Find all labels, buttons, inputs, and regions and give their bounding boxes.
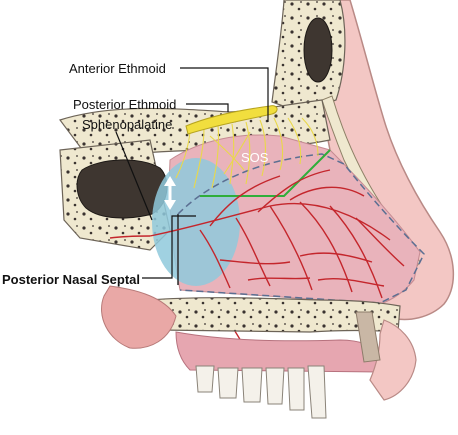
teeth xyxy=(195,365,327,419)
green-line xyxy=(200,149,331,197)
label-posterior-nasal-septal: Posterior Nasal Septal xyxy=(2,272,140,287)
leader-posterior-ethmoid xyxy=(186,103,229,112)
double-arrow-icon xyxy=(164,176,176,210)
label-sos: SOS xyxy=(241,150,269,165)
olfactory-nerve-fibers xyxy=(175,117,319,189)
olfactory-bulb xyxy=(185,105,278,135)
artery-network xyxy=(109,169,405,347)
label-posterior-ethmoid: Posterior Ethmoid xyxy=(73,97,176,112)
dashed-outline xyxy=(177,153,425,304)
leader-posterior-nasal-septal xyxy=(142,215,196,279)
gums xyxy=(175,331,385,373)
soft-palate xyxy=(101,285,177,349)
sphenoid-sinus xyxy=(76,159,168,219)
leader-sphenopalatine xyxy=(115,131,153,221)
leader-anterior-ethmoid xyxy=(180,67,269,122)
lip-cartilage xyxy=(355,311,381,363)
hard-palate xyxy=(149,297,401,333)
label-sphenopalatine: Sphenopalatine xyxy=(82,117,172,132)
frontal-sinus xyxy=(303,17,333,83)
blue-zone xyxy=(152,158,240,286)
label-anterior-ethmoid: Anterior Ethmoid xyxy=(69,61,166,76)
